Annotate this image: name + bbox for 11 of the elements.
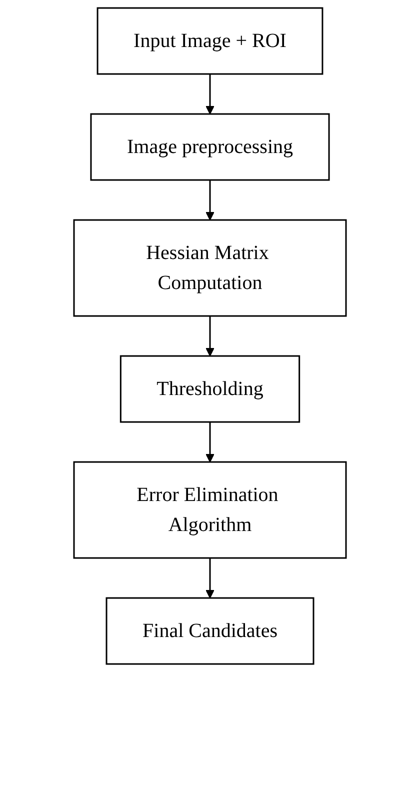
arrow — [206, 422, 214, 462]
arrow — [206, 180, 214, 220]
arrow — [206, 558, 214, 598]
arrow — [206, 316, 214, 356]
node-box: Final Candidates — [106, 597, 314, 665]
arrow — [206, 74, 214, 114]
node-box: Image preprocessing — [90, 113, 330, 181]
node-box: Error Elimination Algorithm — [73, 461, 347, 559]
node-box: Thresholding — [120, 355, 300, 423]
node-box: Hessian Matrix Computation — [73, 219, 347, 317]
node-box: Input Image + ROI — [96, 7, 324, 75]
